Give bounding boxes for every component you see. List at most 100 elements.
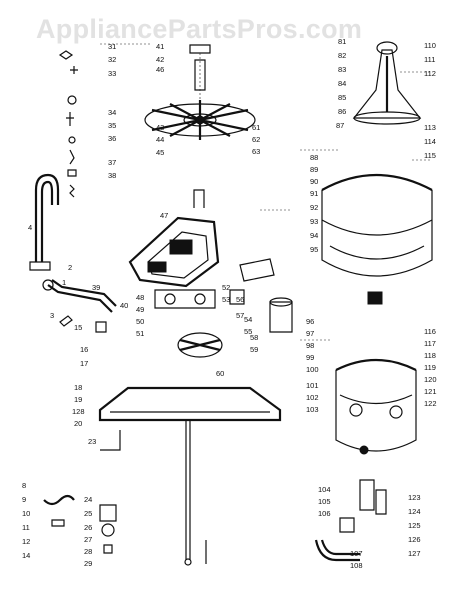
label-43: 43 xyxy=(156,123,164,132)
label-40: 40 xyxy=(120,301,128,310)
label-82: 82 xyxy=(338,51,346,60)
label-62: 62 xyxy=(252,135,260,144)
label-24: 24 xyxy=(84,495,92,504)
label-115: 115 xyxy=(424,151,436,160)
inner-basket xyxy=(321,174,433,305)
label-106: 106 xyxy=(318,509,331,518)
label-16: 16 xyxy=(80,345,88,354)
label-89: 89 xyxy=(310,165,318,174)
label-26: 26 xyxy=(84,523,92,532)
label-55: 55 xyxy=(244,327,252,336)
outer-tub xyxy=(335,358,417,455)
base-frame xyxy=(98,386,282,451)
label-93: 93 xyxy=(310,217,318,226)
label-99: 99 xyxy=(306,353,314,362)
pump-motor-parts xyxy=(177,258,293,358)
label-121: 121 xyxy=(424,387,437,396)
part-number-labels: 31 32 33 34 35 36 37 38 1 2 3 4 8 9 10 1… xyxy=(22,37,437,570)
label-123: 123 xyxy=(408,493,421,502)
label-14: 14 xyxy=(22,551,30,560)
label-31: 31 xyxy=(108,42,116,51)
label-90: 90 xyxy=(310,177,318,186)
label-94: 94 xyxy=(310,231,318,240)
label-61: 61 xyxy=(252,123,260,132)
label-113: 113 xyxy=(424,123,436,132)
label-96: 96 xyxy=(306,317,314,326)
label-110: 110 xyxy=(424,41,436,50)
label-51: 51 xyxy=(136,329,144,338)
label-57: 57 xyxy=(236,311,244,320)
label-3: 3 xyxy=(50,311,54,320)
label-63: 63 xyxy=(252,147,260,156)
label-34: 34 xyxy=(108,108,116,117)
label-33: 33 xyxy=(108,69,116,78)
label-10: 10 xyxy=(22,509,30,518)
label-111: 111 xyxy=(424,55,435,64)
label-126: 126 xyxy=(408,535,421,544)
label-28: 28 xyxy=(84,547,92,556)
label-125: 125 xyxy=(408,521,421,530)
label-124: 124 xyxy=(408,507,421,516)
label-58: 58 xyxy=(250,333,258,342)
agitator xyxy=(352,41,422,125)
label-101: 101 xyxy=(306,381,319,390)
label-12: 12 xyxy=(22,537,30,546)
label-35: 35 xyxy=(108,121,116,130)
label-9: 9 xyxy=(22,495,26,504)
label-39: 39 xyxy=(92,283,100,292)
label-25: 25 xyxy=(84,509,92,518)
label-52: 52 xyxy=(222,283,230,292)
label-120: 120 xyxy=(424,375,437,384)
drain-hose xyxy=(29,173,60,271)
label-116: 116 xyxy=(424,327,436,336)
label-48: 48 xyxy=(136,293,144,302)
label-49: 49 xyxy=(136,305,144,314)
label-128: 128 xyxy=(72,407,85,416)
label-81: 81 xyxy=(338,37,346,46)
label-84: 84 xyxy=(338,79,346,88)
lower-left-fittings xyxy=(43,494,117,554)
label-98: 98 xyxy=(306,341,314,350)
label-41: 41 xyxy=(156,42,164,51)
label-4: 4 xyxy=(28,223,32,232)
label-2: 2 xyxy=(68,263,72,272)
label-42: 42 xyxy=(156,55,164,64)
label-86: 86 xyxy=(338,107,346,116)
label-15: 15 xyxy=(74,323,82,332)
label-8: 8 xyxy=(22,481,26,490)
label-17: 17 xyxy=(80,359,88,368)
tub-drain-fittings xyxy=(314,479,387,562)
label-18: 18 xyxy=(74,383,82,392)
center-shaft xyxy=(184,420,207,566)
transmission-assembly xyxy=(128,189,220,309)
label-36: 36 xyxy=(108,134,116,143)
label-100: 100 xyxy=(306,365,319,374)
label-23: 23 xyxy=(88,437,96,446)
label-92: 92 xyxy=(310,203,318,212)
label-38: 38 xyxy=(108,171,116,180)
label-83: 83 xyxy=(338,65,346,74)
label-19: 19 xyxy=(74,395,82,404)
label-107: 107 xyxy=(350,549,363,558)
label-87: 87 xyxy=(336,121,344,130)
label-47: 47 xyxy=(160,211,168,220)
watermark: AppliancePartsPros.com xyxy=(36,14,363,44)
label-11: 11 xyxy=(22,523,30,532)
label-44: 44 xyxy=(156,135,164,144)
label-104: 104 xyxy=(318,485,331,494)
label-112: 112 xyxy=(424,69,436,78)
label-122: 122 xyxy=(424,399,437,408)
leader-lines xyxy=(100,43,430,341)
label-102: 102 xyxy=(306,393,319,402)
label-119: 119 xyxy=(424,363,436,372)
label-103: 103 xyxy=(306,405,319,414)
label-32: 32 xyxy=(108,55,116,64)
left-hardware-parts xyxy=(58,50,78,198)
label-29: 29 xyxy=(84,559,92,568)
label-50: 50 xyxy=(136,317,144,326)
label-54: 54 xyxy=(244,315,252,324)
label-97: 97 xyxy=(306,329,314,338)
label-1: 1 xyxy=(62,278,66,287)
